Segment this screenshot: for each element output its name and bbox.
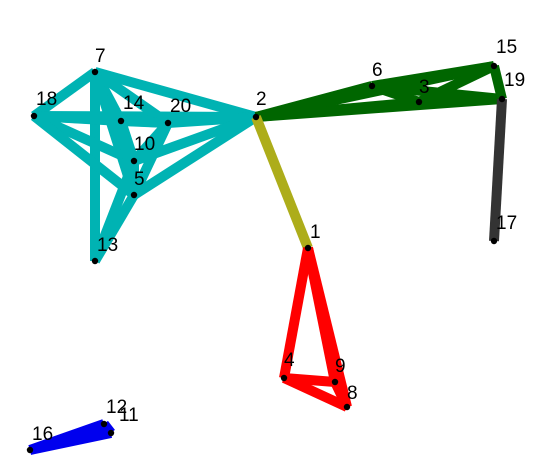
node-5-dot (130, 191, 138, 199)
node-2-dot (252, 113, 260, 121)
edge-9-8 (330, 379, 352, 410)
node-20-label: 20 (170, 96, 191, 117)
node-12-label: 12 (106, 397, 127, 418)
edge-5-13 (90, 192, 139, 264)
edge-1-4 (279, 247, 313, 379)
node-7-label: 7 (95, 46, 106, 67)
node-3-label: 3 (419, 77, 430, 98)
node-1-dot (304, 244, 312, 252)
node-18-label: 18 (36, 89, 57, 110)
edge-14-20 (120, 116, 169, 128)
node-4-label: 4 (284, 350, 295, 371)
node-13-label: 13 (97, 235, 118, 256)
edge-1-8 (303, 246, 352, 409)
edge-5-2 (131, 112, 259, 200)
edge-16-11 (28, 428, 113, 455)
node-15-label: 15 (496, 37, 517, 58)
edges-layer (28, 61, 507, 455)
node-7-dot (91, 68, 99, 76)
edge-3-15 (416, 61, 497, 107)
node-19-dot (498, 95, 506, 103)
node-2-label: 2 (256, 89, 267, 110)
node-19-label: 19 (504, 70, 525, 91)
node-3-dot (415, 98, 423, 106)
node-11-label: 11 (119, 405, 139, 426)
edge-6-15 (371, 61, 495, 91)
edge-3-19 (418, 94, 503, 107)
edge-18-5 (30, 112, 138, 199)
node-8-dot (343, 403, 351, 411)
edge-7-18 (31, 67, 98, 121)
node-13-dot (91, 257, 99, 265)
node-20-dot (164, 119, 172, 127)
node-11-dot (107, 429, 115, 437)
edge-4-8 (281, 373, 350, 412)
node-5-label: 5 (134, 169, 145, 190)
node-9-label: 9 (335, 356, 346, 377)
node-9-dot (331, 378, 339, 386)
edge-7-20 (92, 67, 171, 128)
node-14-dot (117, 117, 125, 125)
node-12-dot (100, 420, 108, 428)
node-6-dot (368, 82, 376, 90)
node-16-dot (26, 446, 34, 454)
edge-20-5 (129, 120, 173, 198)
edge-15-19 (489, 64, 507, 101)
edge-2-1 (251, 115, 313, 250)
node-10-dot (130, 157, 138, 165)
node-4-dot (280, 374, 288, 382)
node-17-dot (490, 237, 498, 245)
edge-19-17 (489, 98, 507, 242)
node-16-label: 16 (32, 424, 53, 445)
node-1-label: 1 (310, 222, 321, 243)
node-14-label: 14 (123, 93, 145, 114)
node-10-label: 10 (134, 134, 155, 155)
edge-7-2 (93, 67, 258, 122)
node-17-label: 17 (496, 213, 517, 234)
node-6-label: 6 (372, 60, 383, 81)
node-8-label: 8 (347, 383, 358, 404)
node-15-dot (490, 62, 498, 70)
node-18-dot (30, 112, 38, 120)
